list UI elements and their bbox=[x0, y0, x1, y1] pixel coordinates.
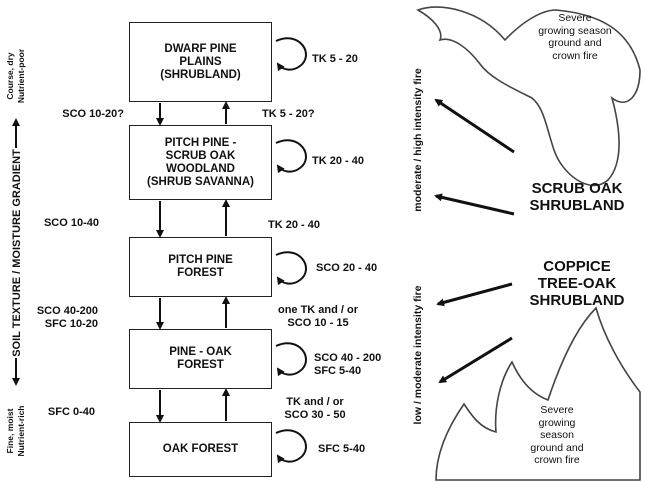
severe-fire-note-bottom: Severe growing season ground and crown f… bbox=[512, 404, 602, 467]
down-label-1: SCO 10-20? bbox=[62, 108, 124, 121]
cycle-icon-pitch-forest bbox=[276, 252, 306, 283]
fire-arrow-high-1 bbox=[436, 100, 514, 152]
severe-fire-note-top: Severe growing season ground and crown f… bbox=[520, 12, 630, 62]
cycle-icon-dwarf bbox=[276, 38, 306, 69]
pine-oak-forest-box: PINE - OAK FOREST bbox=[129, 329, 272, 389]
scrub-oak-shrubland-title: SCRUB OAK SHRUBLAND bbox=[518, 180, 636, 214]
pitch-pine-scrub-oak-box: PITCH PINE - SCRUB OAK WOODLAND (SHRUB S… bbox=[129, 125, 272, 200]
up-label-1: TK 5 - 20? bbox=[262, 108, 315, 121]
cycle-label-dwarf: TK 5 - 20 bbox=[312, 53, 358, 66]
fire-arrow-low-1 bbox=[438, 284, 512, 304]
fire-arrow-high-2 bbox=[436, 196, 514, 214]
up-label-3: one TK and / or SCO 10 - 15 bbox=[248, 304, 388, 330]
cycle-label-pitch-forest: SCO 20 - 40 bbox=[316, 262, 377, 275]
gradient-bottom-label: Fine, moist Nutrient-rich bbox=[5, 395, 31, 467]
soil-gradient-label: SOIL TEXTURE / MOISTURE GRADIENT bbox=[9, 148, 25, 358]
oak-forest-box: OAK FOREST bbox=[129, 422, 272, 477]
fire-low-label: low / moderate intensity fire bbox=[410, 255, 426, 455]
down-label-2: SCO 10-40 bbox=[44, 217, 99, 230]
cycle-label-oak: SFC 5-40 bbox=[318, 443, 365, 456]
cycle-icon-oak bbox=[276, 430, 306, 461]
coppice-tree-oak-shrubland-title: COPPICE TREE-OAK SHRUBLAND bbox=[518, 258, 636, 309]
up-label-4: TK and / or SCO 30 - 50 bbox=[254, 396, 376, 422]
fire-arrow-low-2 bbox=[440, 338, 512, 382]
cycle-label-pitch-scrub: TK 20 - 40 bbox=[312, 155, 364, 168]
down-label-3: SCO 40-200 SFC 10-20 bbox=[37, 305, 98, 331]
fire-high-label: moderate / high intensity fire bbox=[410, 40, 426, 240]
up-label-2: TK 20 - 40 bbox=[268, 219, 320, 232]
cycle-icon-pine-oak bbox=[276, 343, 306, 374]
cycle-icon-pitch-scrub bbox=[276, 140, 306, 171]
dwarf-pine-plains-box: DWARF PINE PLAINS (SHRUBLAND) bbox=[129, 22, 272, 102]
down-label-4: SFC 0-40 bbox=[48, 406, 95, 419]
pitch-pine-forest-box: PITCH PINE FOREST bbox=[129, 237, 272, 297]
cycle-label-pine-oak: SCO 40 - 200 SFC 5-40 bbox=[314, 352, 381, 378]
gradient-top-label: Course, dry Nutrient-poor bbox=[5, 40, 31, 112]
